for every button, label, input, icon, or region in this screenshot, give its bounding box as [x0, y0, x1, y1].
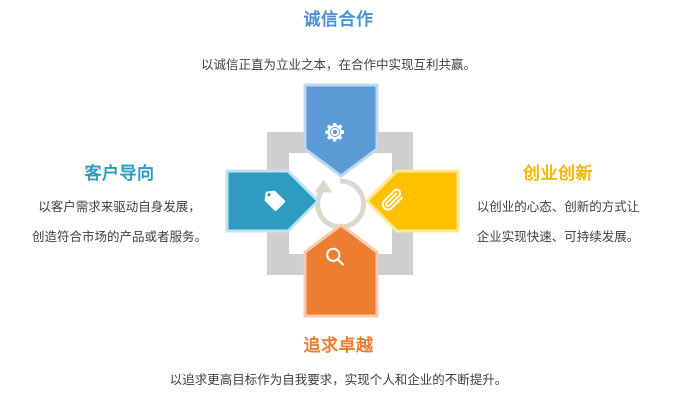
- tag-icon: [262, 187, 288, 213]
- quadrant-description-bottom: 以追求更高目标作为自我要求，实现个人和企业的不断提升。: [169, 372, 508, 387]
- search-icon: [322, 244, 348, 270]
- quadrant-description-right: 以创业的心态、创新的方式让 企业实现快速、可持续发展。: [449, 192, 667, 252]
- quadrant-title-top: 诚信合作: [303, 10, 374, 30]
- circular-refresh-icon: [308, 172, 372, 236]
- quadrant-description-left-line1: 以客户需求来驱动自身发展，: [38, 199, 201, 214]
- arrow-right-innovation: [364, 168, 460, 234]
- central-diagram: [225, 83, 460, 318]
- arrow-bottom-excellence: [302, 222, 380, 318]
- gear-icon: [322, 119, 348, 145]
- paperclip-icon: [379, 186, 406, 213]
- quadrant-description-right-line2: 企业实现快速、可持续发展。: [476, 229, 640, 244]
- quadrant-title-bottom: 追求卓越: [303, 336, 374, 356]
- quadrant-description-top: 以诚信正直为立业之本，在合作中实现互利共赢。: [200, 57, 476, 72]
- quadrant-description-left: 以客户需求来驱动自身发展， 创造符合市场的产品或者服务。: [12, 192, 227, 252]
- quadrant-description-right-line1: 以创业的心态、创新的方式让: [476, 199, 640, 214]
- quadrant-title-right: 创业创新: [523, 164, 593, 184]
- quadrant-description-left-line2: 创造符合市场的产品或者服务。: [31, 229, 207, 244]
- quadrant-title-left: 客户导向: [84, 164, 155, 184]
